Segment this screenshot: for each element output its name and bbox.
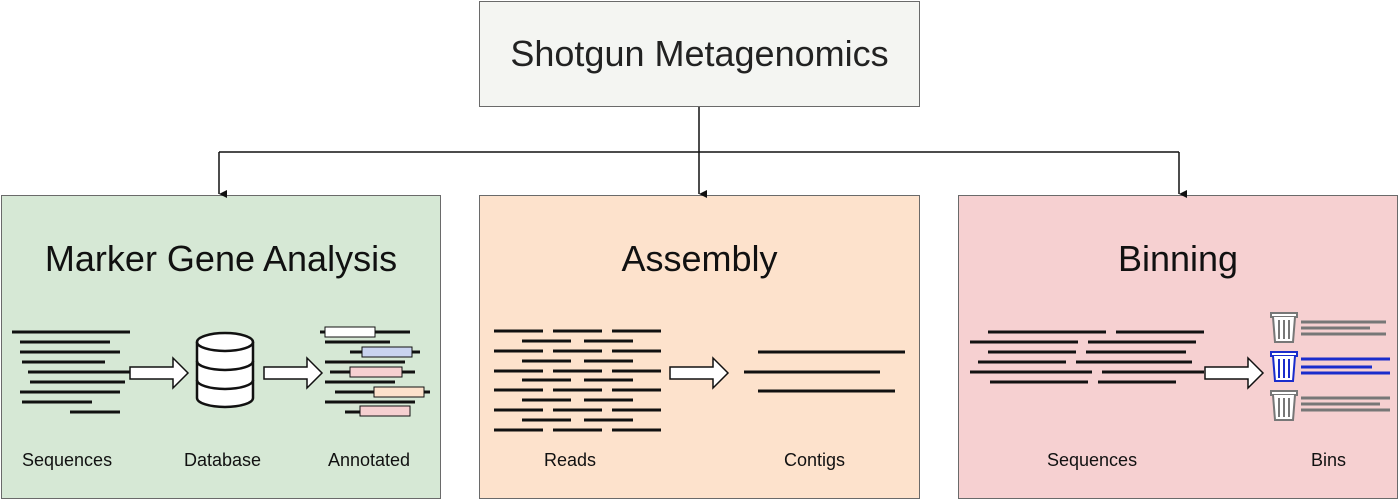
connectors [218, 107, 1187, 198]
contig-lines [744, 350, 905, 393]
trash-bin-icon [1270, 312, 1298, 343]
panel-title: Binning [1117, 238, 1239, 279]
arrow-icon [1204, 356, 1265, 390]
arrow-icon [669, 356, 730, 390]
panel-title: Marker Gene Analysis [44, 238, 398, 279]
label-reads: Reads [544, 450, 597, 470]
panel-binning: Binning Sequences Bins [958, 195, 1398, 499]
bin-lines-gray [1301, 396, 1390, 412]
root-node: Shotgun Metagenomics [479, 1, 920, 107]
arrow-icon [129, 356, 190, 390]
trash-bin-icon [1270, 351, 1298, 382]
reads-lines [494, 329, 661, 432]
bin-lines-blue [1301, 357, 1390, 375]
root-title: Shotgun Metagenomics [510, 33, 889, 74]
label-database: Database [184, 450, 262, 470]
label-contigs: Contigs [784, 450, 846, 470]
bin-lines-gray [1301, 320, 1386, 336]
database-icon [195, 331, 255, 409]
sequence-lines [12, 330, 130, 414]
label-sequences: Sequences [22, 450, 113, 470]
trash-bin-icon [1270, 390, 1298, 421]
annotated-sequences [320, 326, 430, 417]
arrow-icon [263, 356, 324, 390]
label-annotated: Annotated [328, 450, 411, 470]
panel-title: Assembly [621, 238, 778, 279]
label-sequences: Sequences [1047, 450, 1138, 470]
binning-sequence-lines [970, 330, 1204, 384]
label-bins: Bins [1311, 450, 1347, 470]
